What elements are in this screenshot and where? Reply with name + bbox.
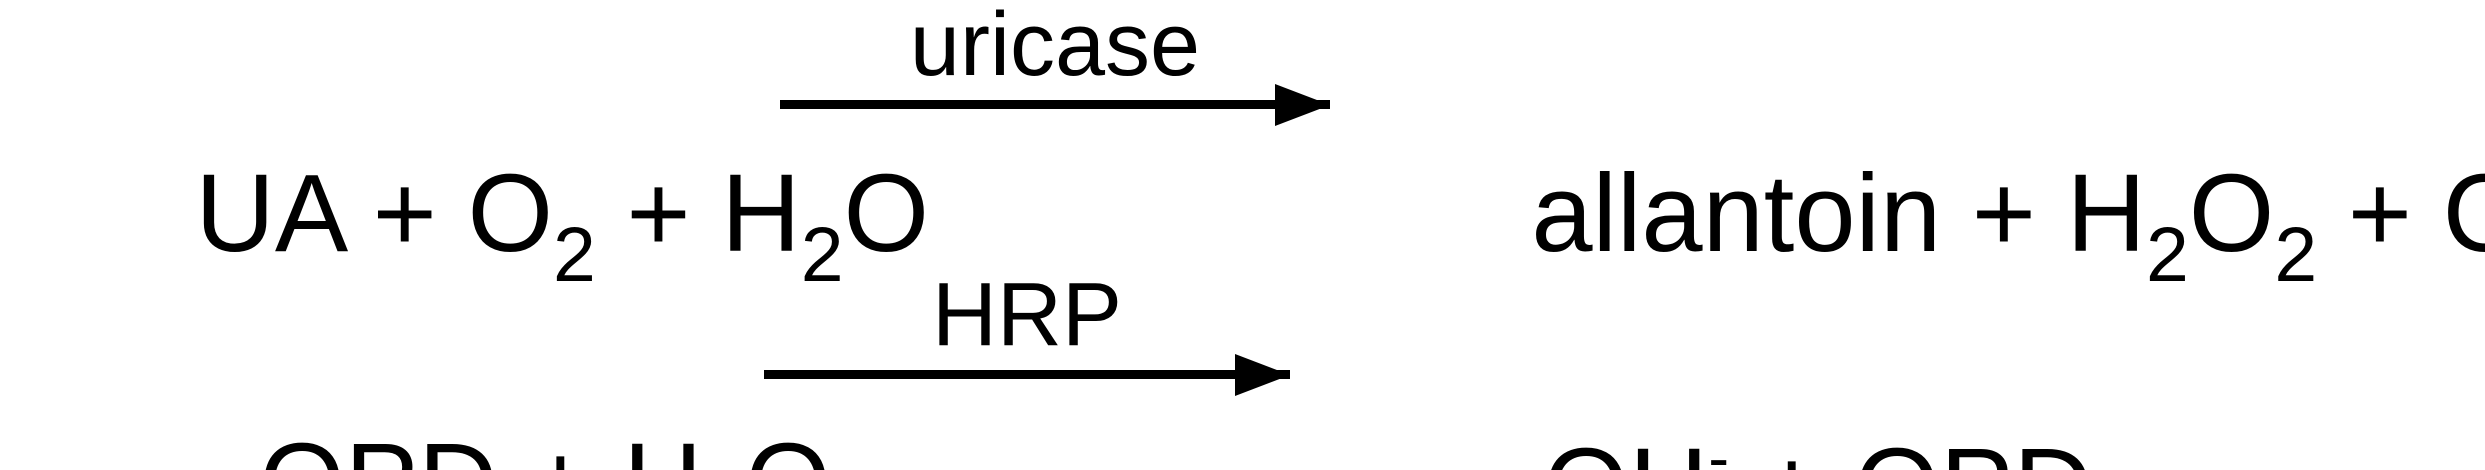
reactants-formula-2: OPD + H2O2 bbox=[76, 318, 874, 470]
subscript: 2 bbox=[800, 212, 844, 298]
superscript-charge: - bbox=[1708, 424, 1730, 470]
formula-segment: UA + O bbox=[195, 152, 554, 275]
catalyst-label-1: uricase bbox=[909, 0, 1201, 95]
products-formula-2: OH- + OPDox bbox=[1360, 318, 2174, 470]
formula-segment: O bbox=[745, 421, 831, 470]
formula-segment: allantoin + H bbox=[1531, 152, 2146, 275]
formula-segment: + H bbox=[595, 152, 801, 275]
catalyst-label-2: HRP bbox=[931, 265, 1123, 365]
subscript: 2 bbox=[553, 212, 596, 298]
formula-segment: OPD + H bbox=[259, 421, 702, 470]
reaction-arrow-1: uricase bbox=[780, 0, 1330, 126]
arrowhead-icon bbox=[1275, 83, 1330, 126]
arrowhead-icon bbox=[1235, 353, 1290, 396]
products-formula-1: allantoin + H2O2 + CO2 bbox=[1348, 49, 2485, 404]
arrow-line bbox=[780, 83, 1330, 126]
arrow-line bbox=[764, 353, 1290, 396]
formula-segment: O bbox=[2188, 152, 2275, 275]
subscript: 2 bbox=[2145, 212, 2189, 298]
formula-segment: O bbox=[843, 152, 930, 275]
formula-segment: OH bbox=[1543, 426, 1708, 470]
subscript: 2 bbox=[2274, 212, 2318, 298]
reactants-formula-1: UA + O2 + H2O bbox=[12, 49, 929, 404]
formula-segment: + OPD bbox=[1729, 426, 2093, 470]
formula-segment: + CO bbox=[2347, 152, 2485, 275]
reaction-arrow-2: HRP bbox=[764, 265, 1290, 396]
